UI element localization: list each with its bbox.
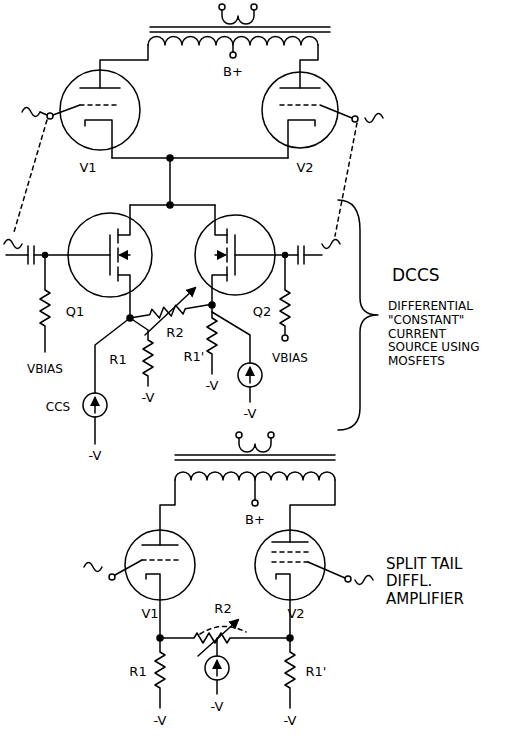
pentode-tube <box>255 480 351 638</box>
signal-source <box>22 108 40 117</box>
part-label: B+ <box>245 513 265 528</box>
part-label: V2 <box>287 607 304 622</box>
note-text: SPLIT TAIL DIFFL. AMPLIFIER <box>386 556 464 608</box>
part-label: R1' <box>306 665 327 680</box>
current-source <box>83 318 130 444</box>
part-label: -V <box>89 449 102 464</box>
part-label: CCS <box>46 401 70 415</box>
output-transformer <box>148 4 330 58</box>
part-label: -V <box>154 714 167 729</box>
resistor-symbol <box>155 638 165 708</box>
part-label: Q1 <box>66 305 85 320</box>
part-label: -V <box>284 714 297 729</box>
part-label: R2 <box>166 326 183 341</box>
signal-source <box>84 563 102 572</box>
bracket <box>338 200 378 430</box>
part-label: VBIAS <box>27 363 63 377</box>
signal-source <box>322 240 340 249</box>
signal-source <box>355 576 373 585</box>
mosfet <box>195 205 322 341</box>
part-label: V1 <box>141 607 158 622</box>
resistor-symbol <box>285 638 295 708</box>
resistor-symbol <box>207 305 217 374</box>
note-text: DIFFERENTIAL "CONSTANT" CURRENT SOURCE U… <box>388 300 496 369</box>
signal-source <box>365 114 383 123</box>
part-label: -V <box>142 391 155 406</box>
part-label: R1 <box>129 665 146 680</box>
part-label: -V <box>211 700 224 715</box>
part-label: R2 <box>214 602 231 617</box>
resistor-symbol <box>130 318 153 386</box>
part-label: B+ <box>223 65 243 80</box>
part-label: -V <box>244 407 257 422</box>
part-label: Q2 <box>253 305 272 320</box>
part-label: -V <box>206 379 219 394</box>
part-label: VBIAS <box>272 352 308 366</box>
part-label: R1 <box>109 353 126 368</box>
output-transformer <box>175 432 335 506</box>
current-source <box>212 312 262 402</box>
triode-tube <box>262 45 358 158</box>
triode-tube <box>47 45 148 158</box>
triode-tube <box>109 480 195 638</box>
part-label: R1' <box>184 350 205 365</box>
signal-source <box>4 240 22 249</box>
current-source <box>205 638 229 694</box>
mosfet <box>6 205 152 352</box>
part-label: V1 <box>79 161 96 176</box>
variable-resistor <box>160 633 290 643</box>
note-text: DCCS <box>392 266 440 286</box>
part-label: V2 <box>296 161 313 176</box>
